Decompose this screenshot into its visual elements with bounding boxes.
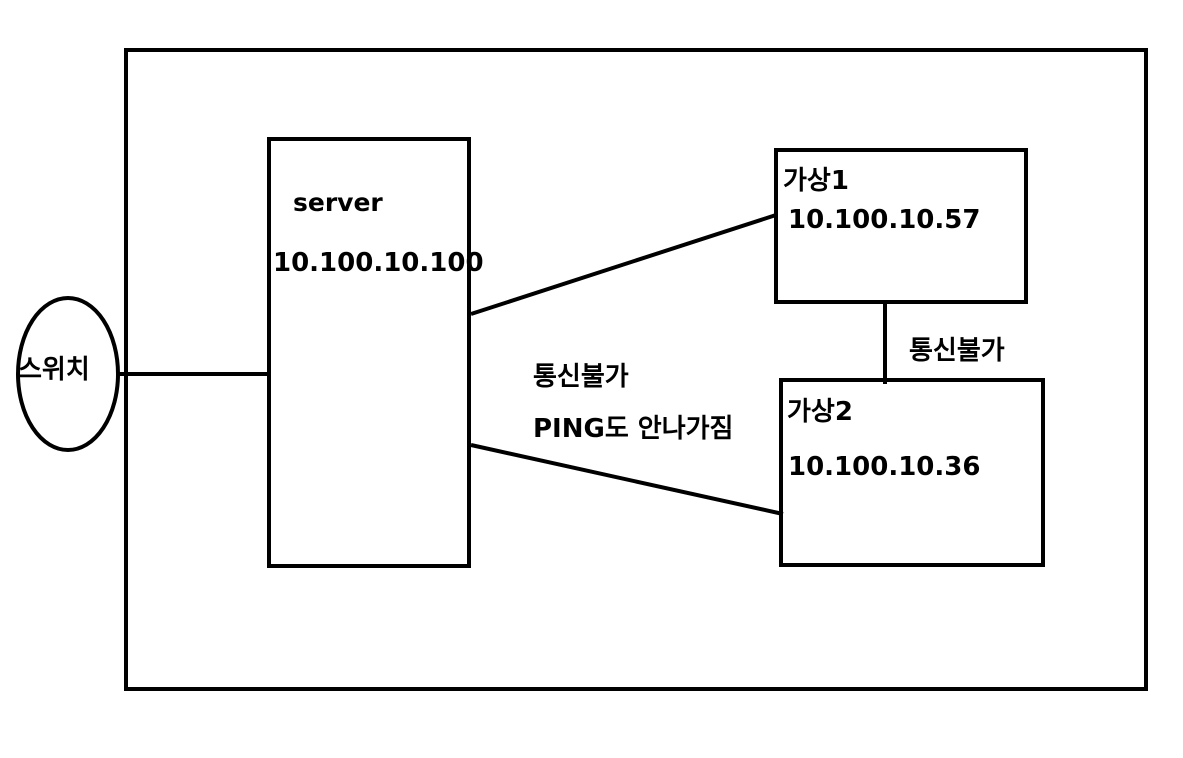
vm2-ip: 10.100.10.36	[788, 452, 981, 482]
link-server-vm2-status: 통신불가	[533, 362, 629, 392]
vm1-ip: 10.100.10.57	[788, 205, 981, 235]
link-server-vm1	[470, 213, 777, 316]
server-box	[267, 137, 471, 568]
link-vm1-vm2-status: 통신불가	[909, 336, 1005, 366]
link-server-vm2-note: PING도 안나가짐	[533, 414, 734, 444]
server-name: server	[293, 188, 383, 217]
vm2-name: 가상2	[787, 397, 853, 427]
link-server-vm2	[470, 443, 784, 516]
vm1-box	[774, 148, 1028, 304]
vm2-box	[779, 378, 1045, 567]
host-frame	[124, 48, 1148, 691]
server-ip: 10.100.10.100	[273, 248, 484, 278]
switch-label: 스위치	[18, 355, 90, 385]
vm1-name: 가상1	[783, 166, 849, 196]
